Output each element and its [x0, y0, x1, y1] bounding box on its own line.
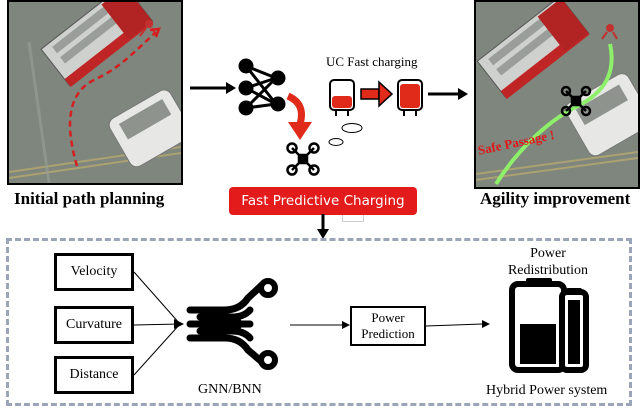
initial-path-photo	[7, 0, 183, 185]
charging-flow-diagram	[190, 58, 468, 176]
agility-scene	[476, 2, 638, 187]
power-prediction-line1: Power	[371, 310, 405, 325]
capacitor-empty-icon	[329, 79, 355, 116]
input-curvature: Curvature	[54, 306, 134, 344]
red-curved-arrow	[286, 92, 312, 140]
arrow-down-to-system	[317, 214, 329, 239]
gnn-icon	[186, 281, 266, 366]
battery-icon	[509, 278, 589, 373]
fast-predictive-charging-badge: Fast Predictive Charging	[229, 187, 417, 215]
power-redistribution-line2: Redistribution	[507, 263, 589, 278]
arrow-to-prediction	[290, 321, 350, 329]
arrow-left-to-network	[190, 82, 236, 94]
input-distance: Distance	[54, 356, 134, 394]
arrow-to-battery	[425, 320, 490, 328]
prediction-system-panel	[6, 238, 632, 406]
thought-bubble-large	[341, 123, 363, 133]
neural-network-icon	[238, 58, 286, 116]
initial-path-caption: Initial path planning	[14, 189, 165, 208]
charging-arrow	[360, 80, 394, 108]
arrow-to-agility	[428, 88, 468, 100]
input-velocity: Velocity	[54, 253, 134, 291]
badge-shadow-notch	[342, 215, 364, 222]
agility-photo	[474, 0, 640, 189]
input-connectors	[133, 271, 181, 376]
agility-caption: Agility improvement	[480, 189, 631, 208]
capacitor-full-icon	[397, 79, 423, 116]
hybrid-power-system-label: Hybrid Power system	[486, 383, 608, 398]
agility-drone-icon	[560, 85, 592, 117]
power-redistribution-line1: Power	[530, 246, 566, 261]
drone-icon-small	[286, 142, 320, 176]
gnn-center-node	[226, 316, 242, 332]
target-drone-icon	[601, 24, 618, 40]
initial-path-line	[68, 31, 157, 167]
gnn-nodes	[258, 278, 278, 370]
power-prediction-line2: Prediction	[361, 326, 415, 341]
model-flow-diagram	[133, 271, 589, 376]
input-arrowhead	[174, 319, 184, 329]
gnn-bnn-label: GNN/BNN	[198, 382, 262, 397]
uc-fast-charging-label: UC Fast charging	[326, 54, 418, 69]
power-prediction-box: Power Prediction	[350, 306, 426, 346]
initial-path-scene	[9, 2, 181, 183]
agility-path-line	[494, 43, 614, 186]
thought-bubble-small	[328, 138, 344, 146]
